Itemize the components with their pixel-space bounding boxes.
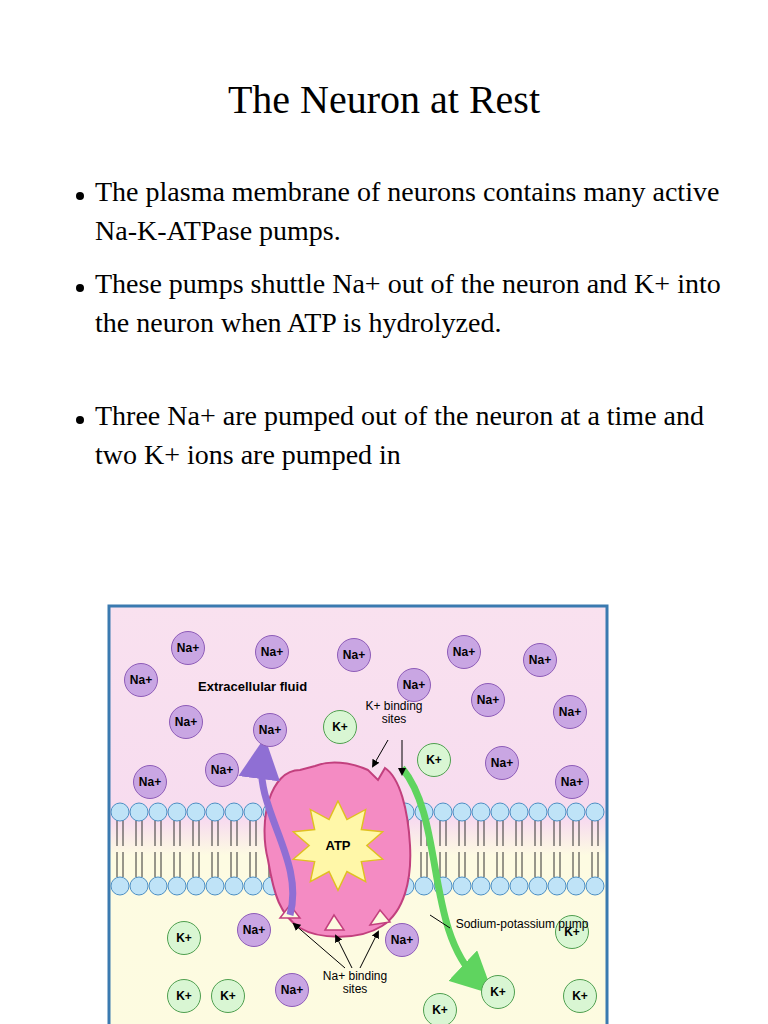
sodium-ion: Na+ xyxy=(237,913,271,947)
illustration-frame xyxy=(109,606,607,1024)
node-label: Na+ xyxy=(177,641,199,655)
node-label: Na+ xyxy=(281,983,303,997)
bullet-text: Three Na+ are pumped out of the neuron a… xyxy=(95,396,725,474)
sodium-out-arrow xyxy=(261,758,292,915)
sodium-ion: Na+ xyxy=(553,695,587,729)
sodium-ion: Na+ xyxy=(385,923,419,957)
sodium-ion: Na+ xyxy=(253,713,287,747)
node-label: Na+ xyxy=(175,715,197,729)
sodium-ion: Na+ xyxy=(447,635,481,669)
atp-star: ATP xyxy=(290,800,386,891)
callout-label: K+ binding sites xyxy=(362,700,426,726)
potassium-ion: K+ xyxy=(481,975,515,1009)
leader-line xyxy=(360,932,378,968)
sodium-ion: Na+ xyxy=(397,668,431,702)
potassium-ion: K+ xyxy=(417,743,451,777)
bullet-dot xyxy=(76,284,84,292)
leader-line xyxy=(294,924,345,968)
bullet-dot xyxy=(76,416,84,424)
bullet-dot xyxy=(76,192,84,200)
leader-line xyxy=(336,936,352,968)
slide-title: The Neuron at Rest xyxy=(0,76,768,123)
sodium-ion: Na+ xyxy=(485,746,519,780)
node-label: Na+ xyxy=(529,653,551,667)
sodium-ion: Na+ xyxy=(275,973,309,1007)
potassium-ion: K+ xyxy=(211,979,245,1013)
node-label: Na+ xyxy=(243,923,265,937)
potassium-ion: K+ xyxy=(167,921,201,955)
sodium-ion: Na+ xyxy=(169,705,203,739)
node-label: Na+ xyxy=(453,645,475,659)
bullet-text: These pumps shuttle Na+ out of the neuro… xyxy=(95,264,725,342)
sodium-ion: Na+ xyxy=(171,631,205,665)
region-label: Extracellular fluid xyxy=(198,679,348,694)
node-label: Na+ xyxy=(211,763,233,777)
node-label: ATP xyxy=(325,838,350,853)
na-binding-notch xyxy=(370,910,390,925)
sodium-ion: Na+ xyxy=(523,643,557,677)
node-label: Na+ xyxy=(561,775,583,789)
sodium-ion: Na+ xyxy=(471,683,505,717)
callout-label: Sodium-potassium pump xyxy=(452,918,592,931)
node-label: Na+ xyxy=(139,775,161,789)
sodium-ion: Na+ xyxy=(205,753,239,787)
node-label: Na+ xyxy=(259,723,281,737)
potassium-ion: K+ xyxy=(563,979,597,1013)
leader-line xyxy=(373,740,388,766)
bullet-text: The plasma membrane of neurons contains … xyxy=(95,172,725,250)
potassium-ion: K+ xyxy=(323,710,357,744)
node-label: Na+ xyxy=(491,756,513,770)
node-label: Na+ xyxy=(130,673,152,687)
sodium-ion: Na+ xyxy=(255,635,289,669)
node-label: K+ xyxy=(332,720,348,734)
callout-label: Na+ binding sites xyxy=(320,970,390,996)
node-label: K+ xyxy=(176,989,192,1003)
sodium-ion: Na+ xyxy=(555,765,589,799)
node-label: K+ xyxy=(572,989,588,1003)
leader-line xyxy=(402,740,403,774)
potassium-ion: K+ xyxy=(167,979,201,1013)
na-binding-notch xyxy=(325,915,344,930)
node-label: K+ xyxy=(220,989,236,1003)
node-label: K+ xyxy=(176,931,192,945)
sodium-ion: Na+ xyxy=(124,663,158,697)
sodium-ion: Na+ xyxy=(337,638,371,672)
node-label: K+ xyxy=(432,1003,448,1017)
leader-line xyxy=(430,915,450,928)
node-label: K+ xyxy=(426,753,442,767)
node-label: Na+ xyxy=(477,693,499,707)
node-label: Na+ xyxy=(403,678,425,692)
node-label: Na+ xyxy=(343,648,365,662)
node-label: Na+ xyxy=(391,933,413,947)
sodium-ion: Na+ xyxy=(133,765,167,799)
potassium-ion: K+ xyxy=(423,993,457,1024)
node-label: Na+ xyxy=(559,705,581,719)
node-label: Na+ xyxy=(261,645,283,659)
node-label: K+ xyxy=(490,985,506,999)
